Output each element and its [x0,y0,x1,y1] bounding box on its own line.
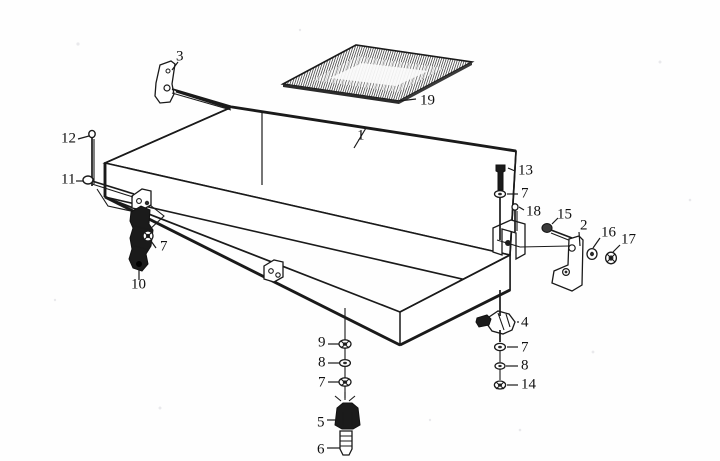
bracket-plate-part [519,235,584,292]
callout-11: 11 [61,171,75,187]
fastener-stack-center [334,308,361,456]
washer-small-part [586,247,598,261]
callout-8a: 8 [318,354,326,370]
washer-top-right-part [493,189,507,199]
callout-10: 10 [131,276,146,292]
callout-4: 4 [521,314,529,330]
callout-9: 9 [318,334,326,350]
callout-7d: 7 [521,339,529,355]
callout-18: 18 [526,203,541,219]
callout-17: 17 [621,231,637,247]
nut-small-part [604,251,618,265]
callout-3: 3 [176,48,184,64]
latch-clamp-part [128,205,154,272]
callout-7b: 7 [521,185,529,201]
callout-2: 2 [580,217,588,233]
insulation-mat-part [280,44,475,104]
callout-14: 14 [521,376,537,392]
callout-labels: 1 2 3 4 5 6 7 7 7 7 8 8 9 10 11 12 13 14… [61,48,637,457]
callout-7c: 7 [318,374,326,390]
clamp-fitting-part [475,290,516,342]
split-pin-part [511,203,519,232]
main-panel-part [102,105,526,347]
leader-lines [76,61,621,449]
callout-15: 15 [557,206,572,222]
pivot-pin-part [82,175,141,214]
panel-tab-mid [263,259,284,283]
panel-tab-left [131,188,152,211]
callout-12: 12 [61,130,76,146]
hook-latch-part [154,60,234,111]
callout-5: 5 [317,414,325,430]
fastener-stack-right [493,342,507,390]
callout-6: 6 [317,441,325,457]
callout-13: 13 [518,162,533,178]
washer-left-part [142,204,165,242]
hex-bolt-part [495,164,506,240]
callout-7a: 7 [160,238,168,254]
shoulder-bolt-part [541,223,573,242]
callout-19: 19 [420,92,435,108]
callout-8b: 8 [521,357,529,373]
scan-noise [53,28,692,432]
callout-16: 16 [601,224,617,240]
callout-1: 1 [357,127,365,143]
